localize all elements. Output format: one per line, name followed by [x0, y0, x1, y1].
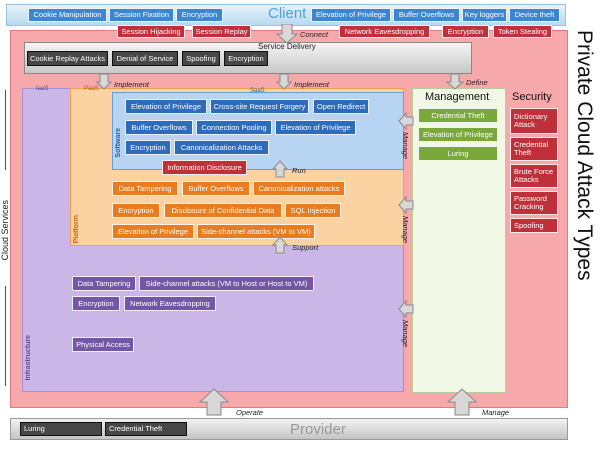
iaas-label: IaaS: [36, 86, 49, 92]
paas-label: PaaS: [84, 86, 99, 92]
management-title: Management: [425, 91, 490, 103]
support-label: Support: [292, 243, 319, 252]
management-item: Elevation of Privilege: [418, 127, 498, 142]
client-title: Client: [268, 5, 307, 22]
manage-label: Manage: [401, 216, 410, 244]
manage-bottom-arrow: [446, 388, 478, 416]
info-disclosure: Information Disclosure: [162, 160, 247, 175]
client-item: Encryption: [442, 25, 489, 38]
software-item: Elevation of Privilege: [125, 99, 207, 114]
platform-item: Disclosure of Confidential Data: [164, 203, 282, 218]
cloud-services-label: Cloud Services: [0, 200, 10, 261]
support-arrow: [272, 236, 288, 254]
software-item: Open Redirect: [313, 99, 369, 114]
manage-bottom-label: Manage: [482, 408, 510, 417]
client-item: Buffer Overflows: [393, 8, 460, 22]
implement-label: Implement: [114, 80, 150, 89]
saas-label: SaaS: [250, 88, 265, 94]
provider-item: Credential Theft: [105, 422, 187, 436]
software-item: Encryption: [125, 140, 171, 155]
platform-item: Canonicalization attacks: [253, 181, 345, 196]
service-item: Denial of Service: [112, 51, 178, 66]
manage-arrow: [398, 196, 414, 214]
software-item: Connection Pooling: [196, 120, 272, 135]
service-delivery-title: Service Delivery: [258, 42, 316, 51]
security-item: Credential Theft: [510, 137, 558, 161]
cloud-services-line: [5, 286, 6, 386]
provider-item: Luring: [20, 422, 102, 436]
operate-label: Operate: [236, 408, 264, 417]
software-item: Cross-site Request Forgery: [210, 99, 309, 114]
platform-item: Data Tampering: [112, 181, 178, 196]
define-label: Define: [466, 78, 488, 87]
management-item: Credential Theft: [418, 108, 498, 123]
operate-arrow: [198, 388, 230, 416]
platform-item: Encryption: [112, 203, 160, 218]
manage-label: Manage: [401, 320, 410, 348]
client-item: Device theft: [509, 8, 560, 22]
software-item: Buffer Overflows: [125, 120, 193, 135]
security-item: Brute Force Attacks: [510, 164, 558, 188]
manage-arrow: [398, 300, 414, 318]
service-item: Spoofing: [182, 51, 220, 66]
software-item: Elevation of Privilege: [275, 120, 356, 135]
run-label: Run: [292, 166, 306, 175]
define-arrow: [446, 74, 464, 90]
implement-arrow: [96, 74, 112, 90]
infra-item: Side-channel attacks (VM to Host or Host…: [139, 276, 314, 291]
connect-label: Connect: [300, 30, 328, 39]
connect-arrow: [276, 24, 298, 44]
client-item: Cookie Manipulation: [28, 8, 107, 22]
client-item: Session Hijacking: [117, 25, 185, 38]
software-label: Software: [115, 128, 122, 158]
client-item: Elevation of Privilege: [311, 8, 391, 22]
provider-title: Provider: [290, 421, 346, 438]
client-item: Token Stealing: [493, 25, 552, 38]
infra-item: Data Tampering: [72, 276, 136, 291]
service-item: Cookie Replay Attacks: [27, 51, 108, 66]
infra-item: Network Eavesdropping: [124, 296, 216, 311]
infrastructure-label: Infrastructure: [25, 335, 32, 381]
security-item: Spoofing: [510, 218, 558, 233]
security-title: Security: [512, 91, 552, 103]
implement-label: Implement: [294, 80, 330, 89]
platform-item: SQL Injection: [285, 203, 341, 218]
infra-item: Encryption: [72, 296, 120, 311]
client-item: Session Fixation: [109, 8, 174, 22]
client-item: Session Replay: [192, 25, 251, 38]
cloud-services-line: [5, 90, 6, 170]
platform-label: Platform: [73, 215, 80, 244]
main-title: Private Cloud Attack Types: [573, 30, 596, 281]
infra-item: Physical Access: [72, 337, 134, 352]
client-item: Key loggers: [462, 8, 507, 22]
platform-item: Buffer Overflows: [182, 181, 250, 196]
management-item: Luring: [418, 146, 498, 161]
platform-item: Elevation of Privilege: [112, 224, 194, 239]
manage-arrow: [398, 112, 414, 130]
platform-item: Side-channel attacks (VM to VM): [197, 224, 315, 239]
client-item: Encryption: [176, 8, 223, 22]
software-item: Canonicalization Attacks: [174, 140, 269, 155]
run-arrow: [272, 160, 288, 178]
security-item: Dictionary Attack: [510, 108, 558, 134]
implement-arrow: [276, 74, 292, 90]
service-item: Encryption: [224, 51, 268, 66]
client-item: Network Eavesdropping: [339, 25, 430, 38]
manage-label: Manage: [401, 132, 410, 160]
security-item: Password Cracking: [510, 191, 558, 215]
